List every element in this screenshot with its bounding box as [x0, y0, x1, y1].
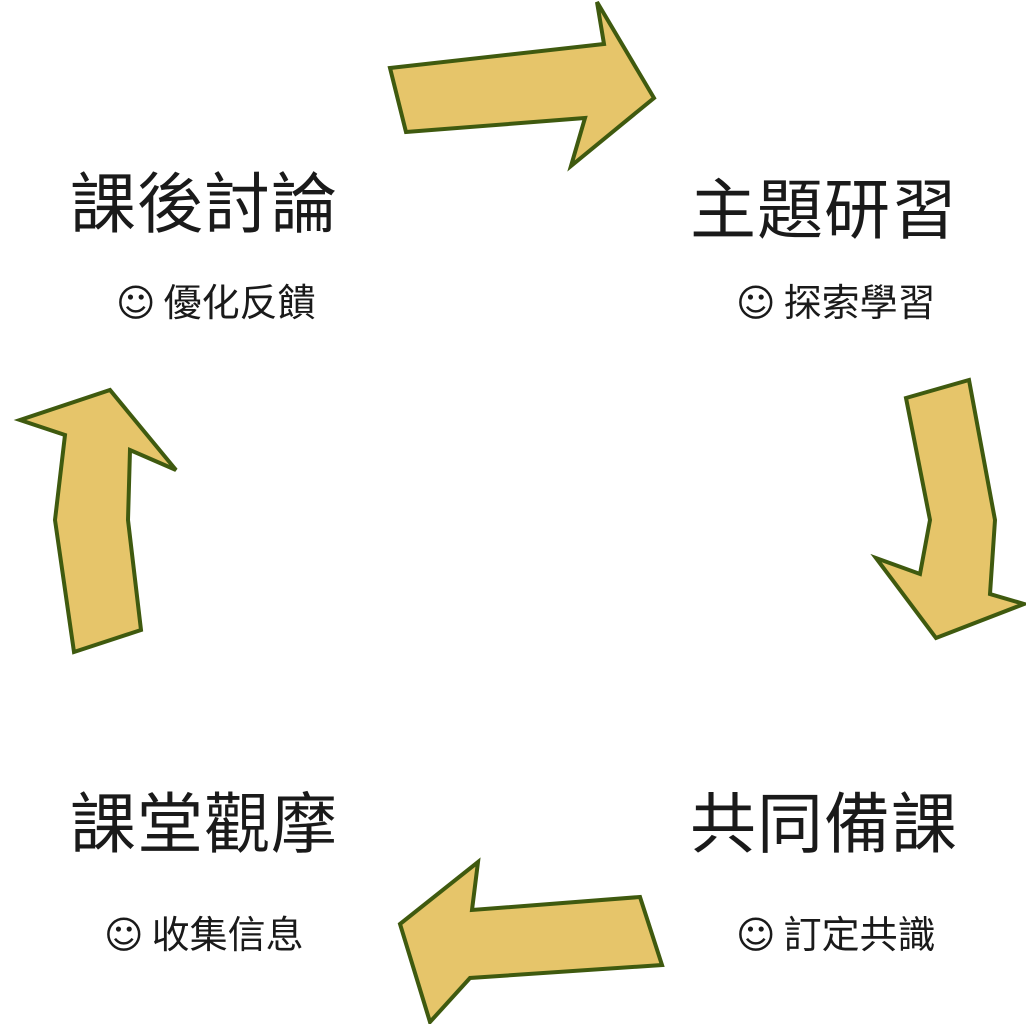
arrow-left [13, 387, 178, 655]
stage-title-post-lesson-discussion: 課後討論 [70, 166, 338, 243]
arrow-right [870, 377, 1026, 641]
stage-subtitle-co-planning: ☺訂定共識 [736, 916, 936, 954]
stage-title-theme-study: 主題研習 [690, 172, 958, 249]
stage-subtitle-text: 探索學習 [783, 281, 936, 325]
stage-subtitle-post-lesson-discussion: ☺優化反饋 [116, 284, 316, 322]
smiley-icon: ☺ [736, 281, 776, 325]
stage-subtitle-text: 訂定共識 [783, 913, 936, 957]
arrow-top [387, 0, 657, 172]
stage-subtitle-theme-study: ☺探索學習 [736, 284, 936, 322]
smiley-icon: ☺ [116, 281, 156, 325]
smiley-icon: ☺ [104, 913, 144, 957]
stage-title-co-planning: 共同備課 [690, 786, 958, 863]
arrow-bottom [397, 857, 665, 1024]
stage-subtitle-text: 收集信息 [151, 913, 304, 957]
stage-subtitle-lesson-observation: ☺收集信息 [104, 916, 304, 954]
stage-title-lesson-observation: 課堂觀摩 [70, 786, 338, 863]
stage-subtitle-text: 優化反饋 [163, 281, 316, 325]
smiley-icon: ☺ [736, 913, 776, 957]
